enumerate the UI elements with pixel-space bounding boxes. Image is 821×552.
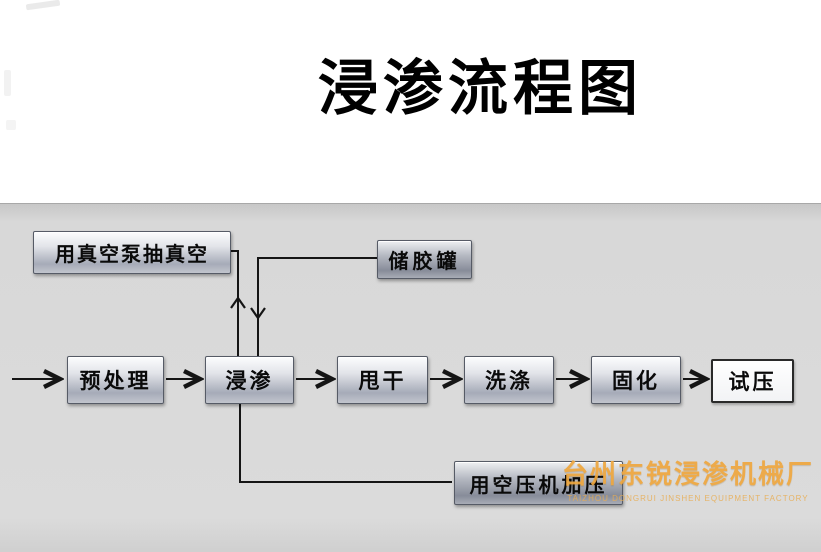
node-glue-tank: 储胶罐 [377,240,472,279]
node-air-compressor: 用空压机加压 [454,461,623,505]
flowchart-panel: 用真空泵抽真空 储胶罐 预处理 浸渗 甩干 洗涤 固化 试压 用空压机加压 台州… [0,203,821,552]
arrowhead-down [250,307,266,320]
line-glue-tank [257,257,377,356]
line-compressor [239,402,452,483]
page-title: 浸渗流程图 [318,56,643,122]
line-vacuum [229,250,239,356]
node-spin-dry: 甩干 [337,356,428,404]
scan-artifact [25,0,61,11]
scan-artifact [4,70,11,96]
node-vacuum-pump: 用真空泵抽真空 [33,231,231,274]
node-washing: 洗涤 [464,356,554,404]
node-impregnation: 浸渗 [205,356,294,404]
node-pressure-test: 试压 [711,359,794,403]
node-curing: 固化 [591,356,681,404]
arrowhead-up [230,296,246,309]
flow-connector-lines [12,250,821,483]
scan-artifact [6,120,16,130]
node-pretreatment: 预处理 [67,356,164,404]
